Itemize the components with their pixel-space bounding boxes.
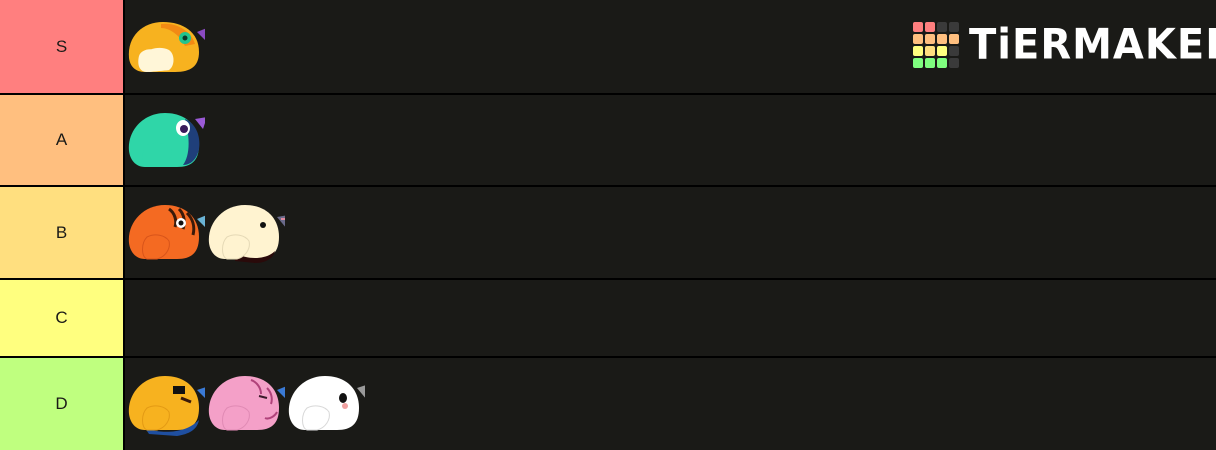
logo-cell	[925, 46, 935, 56]
logo-cell	[925, 58, 935, 68]
tier-label-c[interactable]: C	[0, 280, 123, 356]
logo-text: TiERMAKER	[969, 20, 1216, 70]
white-fish-icon[interactable]	[285, 358, 365, 438]
logo-cell	[949, 34, 959, 44]
tier-row-a: A	[0, 95, 1216, 185]
tier-row-s: S	[0, 0, 1216, 93]
cream-fish-icon[interactable]	[205, 187, 285, 267]
logo-cell	[937, 46, 947, 56]
tier-row-d: D	[0, 358, 1216, 450]
logo-cell	[913, 22, 923, 32]
yellow-blue-fish-icon[interactable]	[125, 358, 205, 438]
teal-fish-icon[interactable]	[125, 95, 205, 175]
tier-label-a[interactable]: A	[0, 95, 123, 185]
logo-cell	[925, 34, 935, 44]
tier-row-b: B	[0, 187, 1216, 278]
pink-fish-icon[interactable]	[205, 358, 285, 438]
tier-items-b[interactable]	[125, 187, 1216, 278]
tier-label-b[interactable]: B	[0, 187, 123, 278]
logo-cell	[937, 34, 947, 44]
tier-row-c: C	[0, 280, 1216, 356]
logo-cell	[937, 22, 947, 32]
tier-items-a[interactable]	[125, 95, 1216, 185]
tier-items-s[interactable]	[125, 0, 1216, 93]
logo-cell	[949, 58, 959, 68]
yellow-orange-fish-icon[interactable]	[125, 0, 205, 80]
logo-cell	[913, 58, 923, 68]
tiermaker-logo[interactable]: TiERMAKER	[913, 19, 1216, 71]
tier-items-d[interactable]	[125, 358, 1216, 450]
logo-cell	[925, 22, 935, 32]
tier-label-s[interactable]: S	[0, 0, 123, 93]
logo-grid-icon	[913, 22, 959, 68]
tier-label-d[interactable]: D	[0, 358, 123, 450]
tier-items-c[interactable]	[125, 280, 1216, 356]
orange-striped-fish-icon[interactable]	[125, 187, 205, 267]
logo-cell	[949, 46, 959, 56]
logo-cell	[949, 22, 959, 32]
logo-cell	[913, 46, 923, 56]
logo-cell	[937, 58, 947, 68]
logo-cell	[913, 34, 923, 44]
